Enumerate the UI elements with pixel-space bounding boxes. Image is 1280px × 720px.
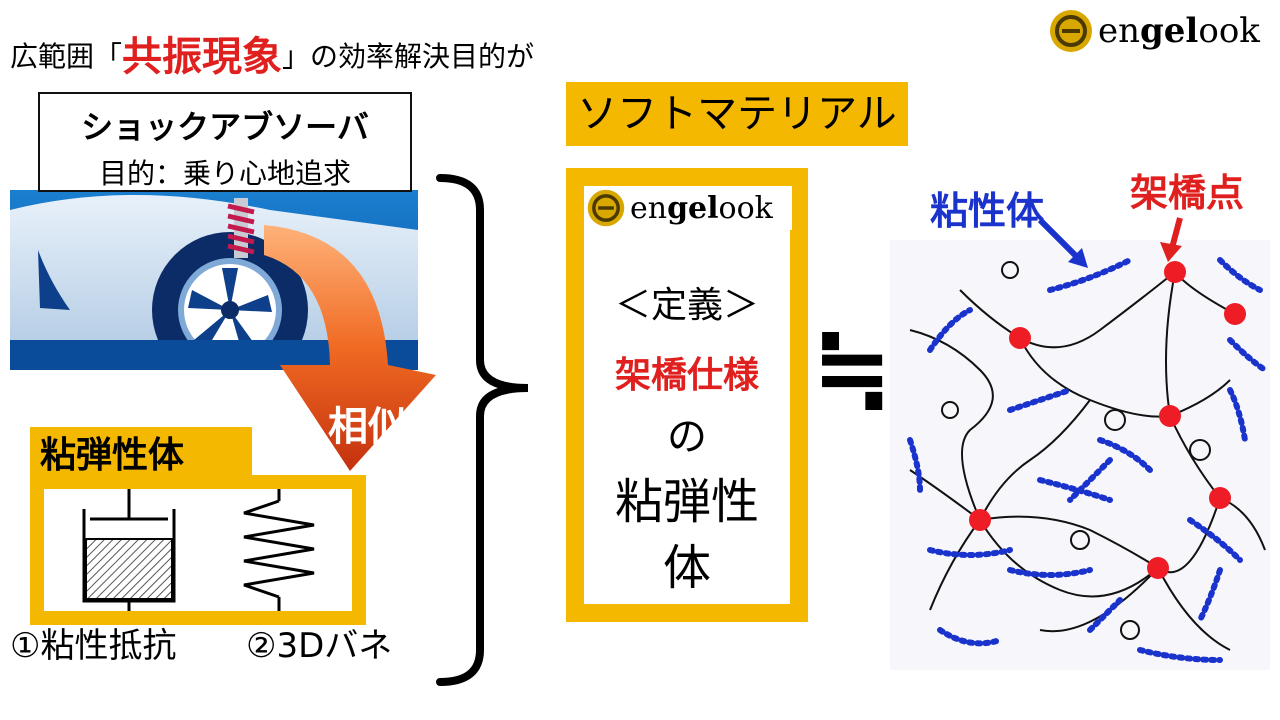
logo-word-bold: gel xyxy=(667,190,719,226)
logo-mark-icon xyxy=(587,189,625,227)
viscous-pointer-arrow-icon xyxy=(1037,217,1081,261)
shock-absorber-title: ショックアブソーバ xyxy=(81,108,369,146)
definition-crosslink-spec: 架橋仕様 xyxy=(614,355,759,396)
logo-word-light: en xyxy=(1098,11,1141,51)
approx-equal-symbol: ≒ xyxy=(812,312,893,424)
shock-absorber-box: ショックアブソーバ 目的：乗り心地追求 xyxy=(38,92,412,192)
viscous-body-label: 粘性体 xyxy=(930,189,1045,233)
caption-3d-spring: ②3Dバネ xyxy=(246,626,393,666)
crosslink-point-label: 架橋点 xyxy=(1130,171,1245,215)
definition-body: 体 xyxy=(662,540,711,596)
logo-word-end: ook xyxy=(1198,11,1260,51)
definition-box: engelook ＜定義＞ 架橋仕様 の 粘弾性 体 xyxy=(566,168,808,622)
similar-arrow-icon xyxy=(264,225,436,471)
brand-logo: engelook xyxy=(1048,8,1260,54)
dashpot-icon xyxy=(82,489,176,611)
title-highlight: 共振現象 xyxy=(122,34,283,80)
logo-word-end: ook xyxy=(718,190,773,226)
definition-no: の xyxy=(667,414,707,460)
definition-logo: engelook xyxy=(584,186,792,230)
spring-icon xyxy=(243,489,315,611)
logo-word-light: en xyxy=(630,190,668,226)
polymer-network-diagram xyxy=(890,217,1270,670)
similar-label: 相似 xyxy=(328,404,408,450)
title-after: 」の効率解決目的が xyxy=(282,40,535,73)
crosslink-pointer-arrow-icon xyxy=(1169,217,1183,249)
logo-word-bold: gel xyxy=(1140,11,1199,51)
logo-mark-icon xyxy=(1050,10,1092,52)
definition-heading: ＜定義＞ xyxy=(614,285,759,326)
caption-viscous-resistance: ①粘性抵抗 xyxy=(10,626,177,666)
page-title: 広範囲「共振現象」の効率解決目的が xyxy=(10,24,534,82)
brace-icon xyxy=(436,174,529,686)
soft-material-label: ソフトマテリアル xyxy=(566,82,908,146)
viscoelastic-model-box xyxy=(30,475,366,625)
shock-absorber-purpose: 目的：乗り心地追求 xyxy=(98,157,351,190)
dashpot-spring-diagram xyxy=(82,489,315,611)
title-before: 広範囲「 xyxy=(10,40,123,73)
definition-viscoelastic: 粘弾性 xyxy=(614,474,759,530)
